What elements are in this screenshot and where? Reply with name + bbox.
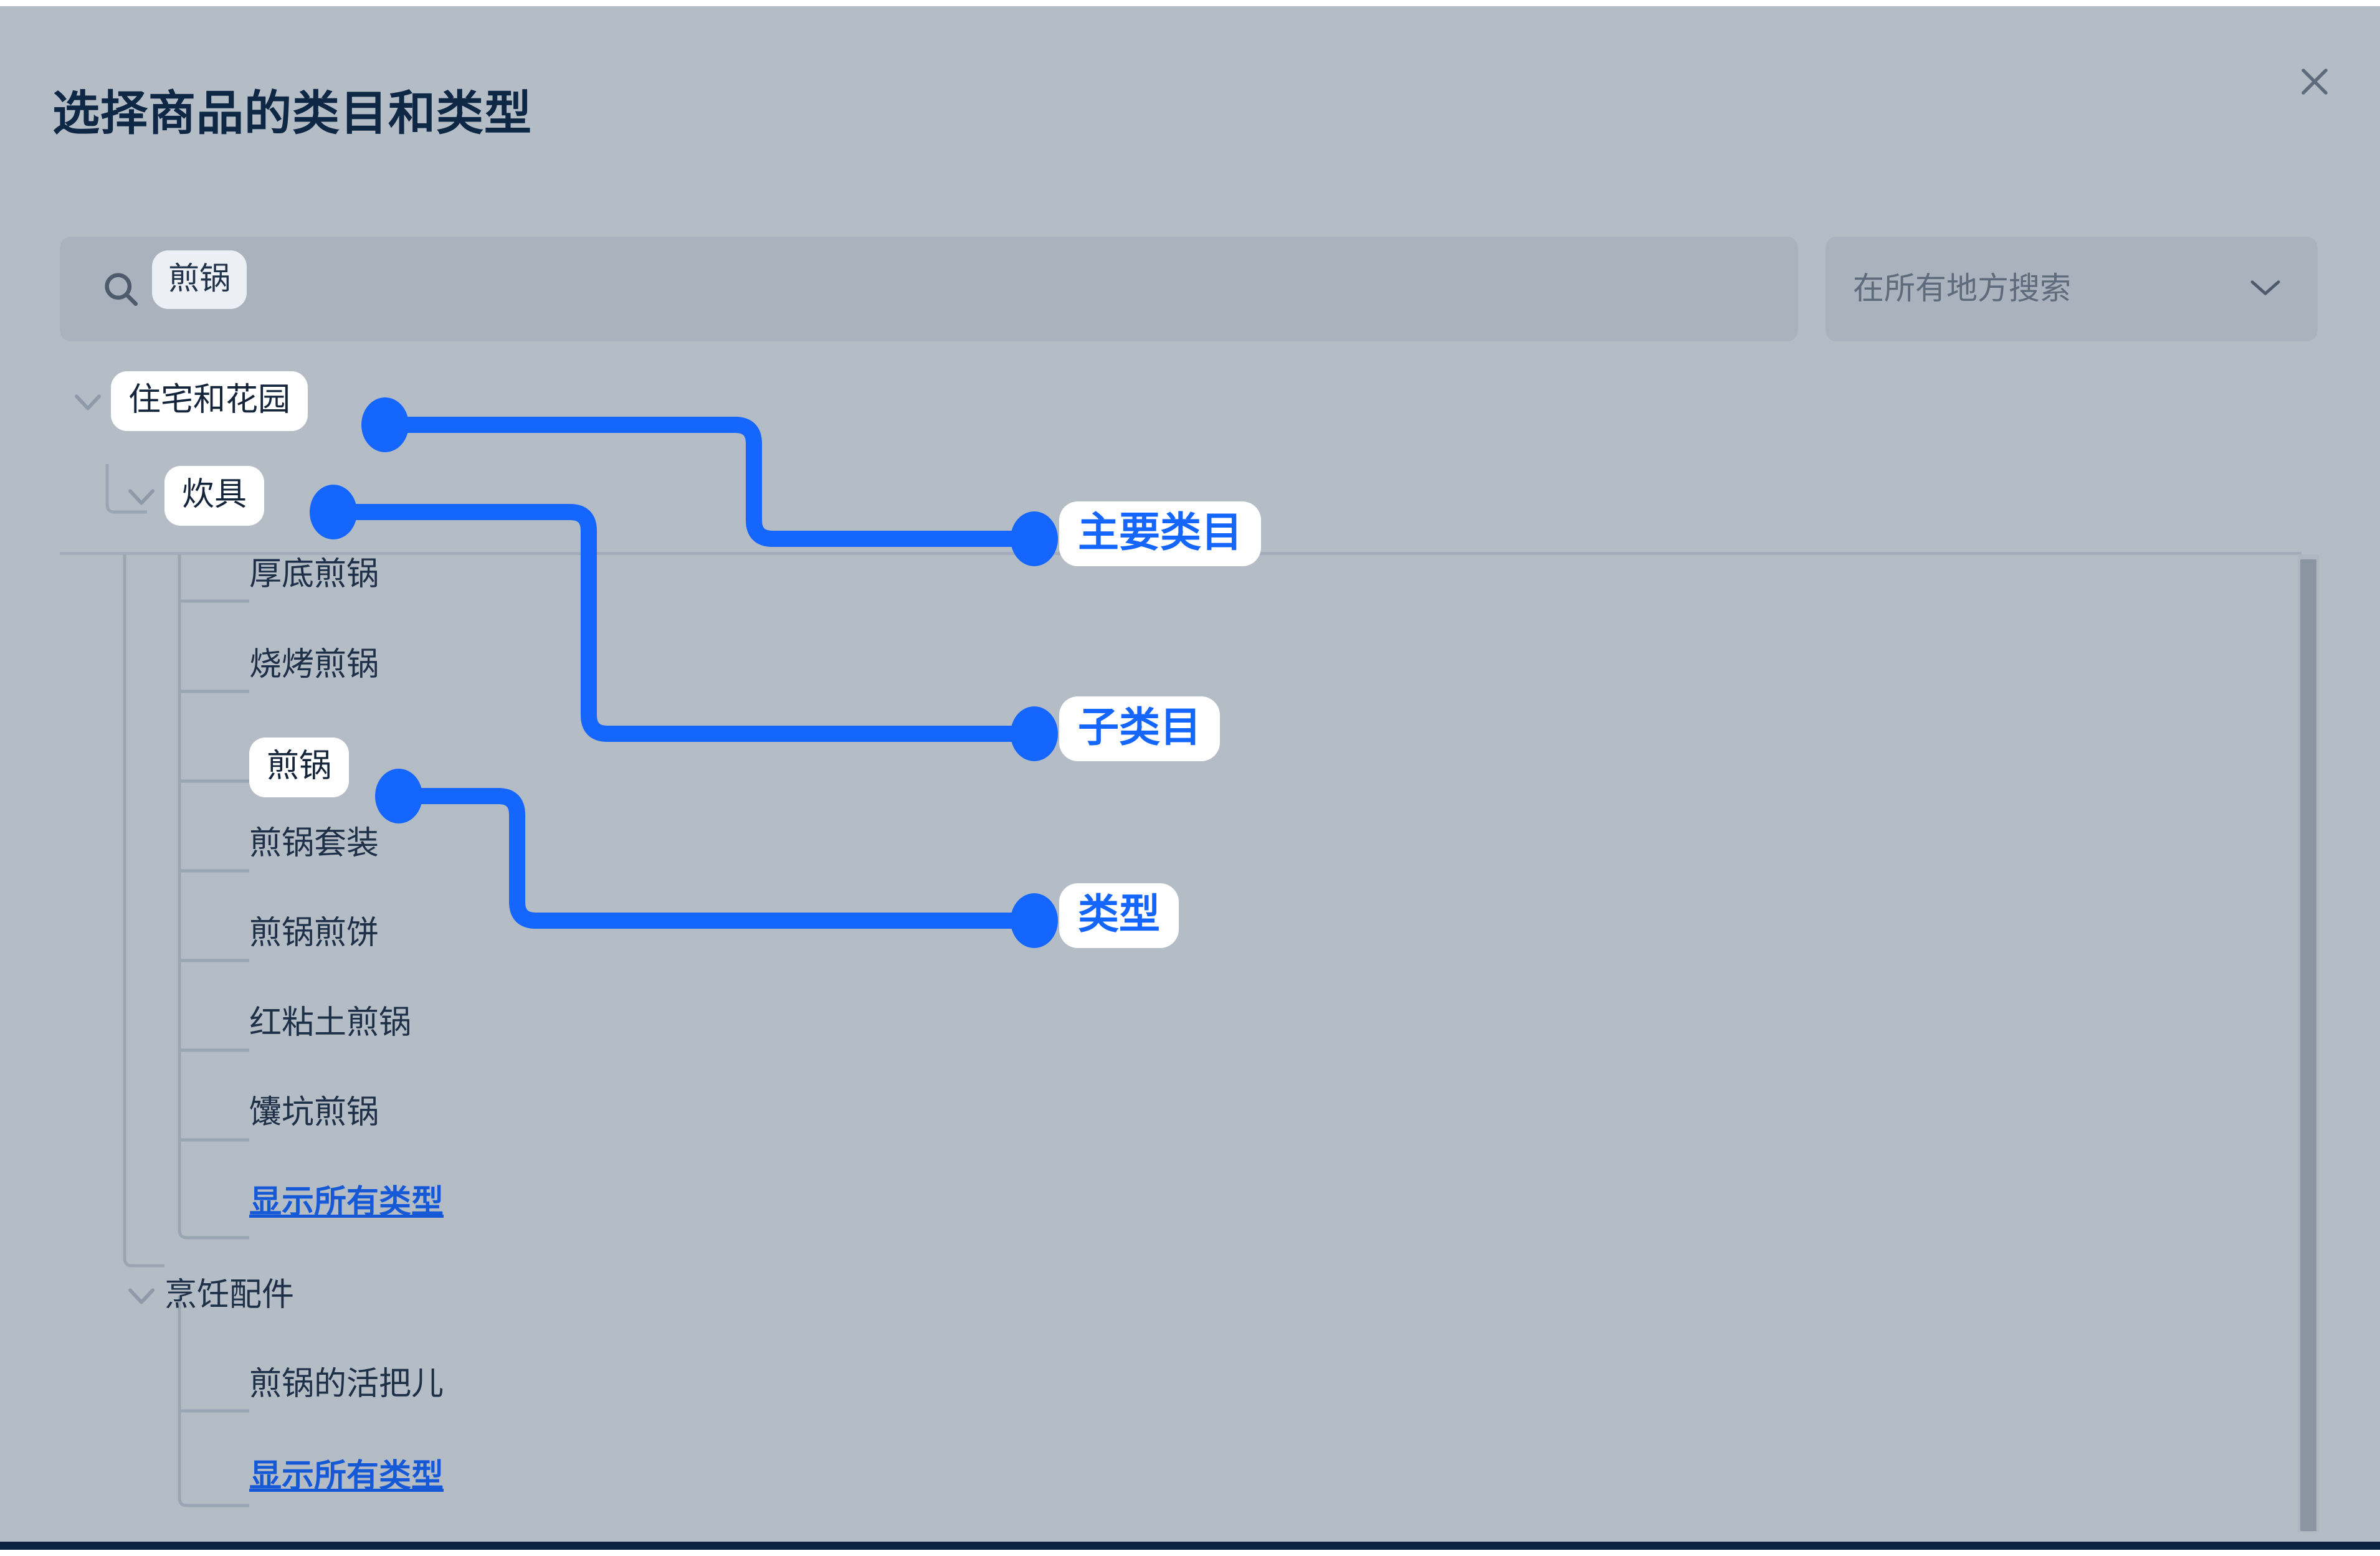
chevron-down-icon[interactable] <box>122 477 161 515</box>
category-picker-dialog: 选择商品的类目和类型 煎锅 在所有地方搜索 <box>0 6 2380 1542</box>
tree-item[interactable]: 烹饪配件 <box>122 1276 294 1314</box>
tree-item-label: 显示所有类型 <box>249 1184 444 1220</box>
tree-item-label: 馕坑煎锅 <box>249 1094 379 1131</box>
tree-item[interactable]: 炊具 <box>122 466 265 526</box>
tree-item[interactable]: 红粘土煎锅 <box>249 1007 411 1039</box>
tree-item-label: 烧烤煎锅 <box>249 647 379 683</box>
chevron-down-icon <box>2248 275 2283 300</box>
close-button[interactable] <box>2288 55 2341 108</box>
tree-item-label: 厚底煎锅 <box>249 556 379 592</box>
search-query-token[interactable]: 煎锅 <box>152 250 247 309</box>
chevron-down-icon[interactable] <box>122 1276 161 1314</box>
tree-item[interactable]: 烧烤煎锅 <box>249 648 379 681</box>
tree-item[interactable]: 煎锅套装 <box>249 827 379 860</box>
scrollbar-thumb[interactable] <box>2300 559 2316 1531</box>
tree-item-label: 显示所有类型 <box>249 1458 444 1494</box>
tree-item[interactable]: 煎锅煎饼 <box>249 917 379 949</box>
page-title: 选择商品的类目和类型 <box>52 87 532 140</box>
search-scope-dropdown[interactable]: 在所有地方搜索 <box>1825 237 2318 341</box>
tree-item-label: 红粘土煎锅 <box>249 1005 412 1041</box>
search-icon <box>100 268 142 310</box>
tree-item-label: 住宅和花园 <box>111 371 308 431</box>
tree-item-label: 煎锅 <box>249 738 350 797</box>
bottom-bar <box>0 1542 2380 1550</box>
tree-item-label: 煎锅的活把儿 <box>249 1366 444 1402</box>
close-icon <box>2295 62 2334 101</box>
tree-item-label: 煎锅煎饼 <box>249 915 379 951</box>
tree-item[interactable]: 煎锅的活把儿 <box>249 1368 444 1400</box>
tree-item-label: 炊具 <box>164 466 265 526</box>
tree-show-all-link[interactable]: 显示所有类型 <box>249 1186 444 1218</box>
tree-item-label: 烹饪配件 <box>164 1277 295 1313</box>
chevron-down-icon[interactable] <box>69 382 107 420</box>
tree-item[interactable]: 馕坑煎锅 <box>249 1096 379 1129</box>
search-scope-value: 在所有地方搜索 <box>1853 271 2071 306</box>
category-tree: 住宅和花园炊具厚底煎锅烧烤煎锅煎锅煎锅套装煎锅煎饼红粘土煎锅馕坑煎锅显示所有类型… <box>0 6 2380 1556</box>
tree-item-label: 煎锅套装 <box>249 825 379 861</box>
tree-show-all-link[interactable]: 显示所有类型 <box>249 1460 444 1492</box>
search-input[interactable]: 煎锅 <box>60 237 1798 341</box>
tree-item[interactable]: 住宅和花园 <box>69 371 308 431</box>
tree-item[interactable]: 厚底煎锅 <box>249 558 379 591</box>
tree-item[interactable]: 煎锅 <box>249 738 350 797</box>
